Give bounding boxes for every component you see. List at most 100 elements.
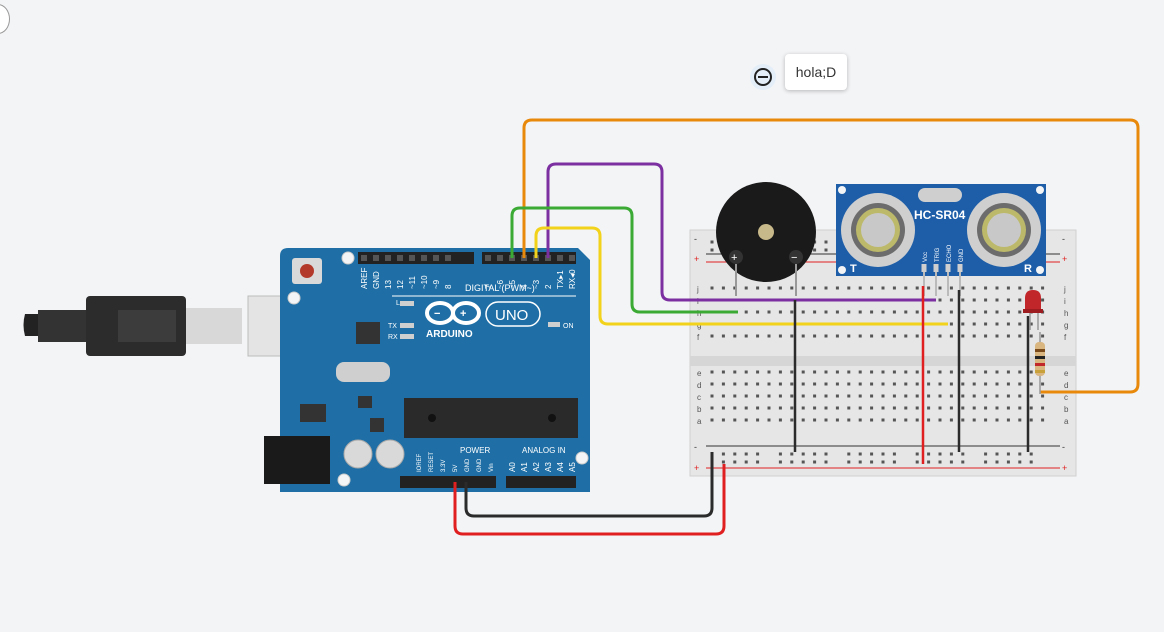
breadboard-rail-hole[interactable] bbox=[995, 452, 999, 456]
breadboard-hole[interactable] bbox=[881, 370, 885, 374]
breadboard-hole[interactable] bbox=[733, 394, 737, 398]
breadboard-rail-hole[interactable] bbox=[710, 248, 714, 252]
breadboard-hole[interactable] bbox=[778, 382, 782, 386]
breadboard-hole[interactable] bbox=[949, 298, 953, 302]
sensor-pin[interactable] bbox=[933, 264, 939, 272]
breadboard-hole[interactable] bbox=[961, 310, 965, 314]
breadboard-hole[interactable] bbox=[881, 394, 885, 398]
breadboard-hole[interactable] bbox=[801, 418, 805, 422]
breadboard-hole[interactable] bbox=[858, 406, 862, 410]
annotation-note[interactable]: hola;D bbox=[785, 54, 847, 90]
breadboard-hole[interactable] bbox=[904, 394, 908, 398]
breadboard-hole[interactable] bbox=[756, 286, 760, 290]
breadboard-hole[interactable] bbox=[972, 322, 976, 326]
breadboard-hole[interactable] bbox=[927, 286, 931, 290]
breadboard-hole[interactable] bbox=[915, 406, 919, 410]
breadboard-hole[interactable] bbox=[801, 394, 805, 398]
breadboard-hole[interactable] bbox=[767, 370, 771, 374]
breadboard-rail-hole[interactable] bbox=[949, 460, 953, 464]
breadboard-hole[interactable] bbox=[1006, 418, 1010, 422]
breadboard-hole[interactable] bbox=[904, 370, 908, 374]
breadboard-hole[interactable] bbox=[961, 334, 965, 338]
breadboard-hole[interactable] bbox=[858, 418, 862, 422]
breadboard-hole[interactable] bbox=[778, 310, 782, 314]
breadboard-hole[interactable] bbox=[927, 334, 931, 338]
breadboard-hole[interactable] bbox=[949, 370, 953, 374]
breadboard-hole[interactable] bbox=[927, 406, 931, 410]
breadboard-hole[interactable] bbox=[972, 406, 976, 410]
breadboard-rail-hole[interactable] bbox=[710, 240, 714, 244]
breadboard-hole[interactable] bbox=[790, 406, 794, 410]
breadboard-hole[interactable] bbox=[927, 394, 931, 398]
breadboard-hole[interactable] bbox=[927, 382, 931, 386]
breadboard-hole[interactable] bbox=[949, 322, 953, 326]
breadboard-hole[interactable] bbox=[835, 382, 839, 386]
breadboard-hole[interactable] bbox=[778, 370, 782, 374]
breadboard-hole[interactable] bbox=[1018, 322, 1022, 326]
breadboard-rail-hole[interactable] bbox=[984, 460, 988, 464]
breadboard-hole[interactable] bbox=[756, 406, 760, 410]
breadboard-hole[interactable] bbox=[938, 286, 942, 290]
breadboard-hole[interactable] bbox=[813, 382, 817, 386]
breadboard-hole[interactable] bbox=[938, 370, 942, 374]
breadboard-hole[interactable] bbox=[1041, 322, 1045, 326]
breadboard-hole[interactable] bbox=[744, 370, 748, 374]
breadboard-hole[interactable] bbox=[1041, 382, 1045, 386]
breadboard-hole[interactable] bbox=[721, 382, 725, 386]
breadboard-hole[interactable] bbox=[824, 406, 828, 410]
breadboard-hole[interactable] bbox=[813, 334, 817, 338]
breadboard-hole[interactable] bbox=[1018, 370, 1022, 374]
digital-pin-socket[interactable] bbox=[385, 255, 391, 261]
breadboard-hole[interactable] bbox=[972, 310, 976, 314]
breadboard-hole[interactable] bbox=[801, 334, 805, 338]
breadboard-hole[interactable] bbox=[835, 286, 839, 290]
breadboard-hole[interactable] bbox=[904, 382, 908, 386]
breadboard-hole[interactable] bbox=[1006, 382, 1010, 386]
breadboard-hole[interactable] bbox=[870, 286, 874, 290]
breadboard-hole[interactable] bbox=[767, 418, 771, 422]
breadboard-hole[interactable] bbox=[801, 406, 805, 410]
breadboard-hole[interactable] bbox=[813, 370, 817, 374]
breadboard-hole[interactable] bbox=[961, 418, 965, 422]
breadboard-rail-hole[interactable] bbox=[915, 460, 919, 464]
breadboard-hole[interactable] bbox=[972, 298, 976, 302]
breadboard-hole[interactable] bbox=[778, 418, 782, 422]
breadboard-hole[interactable] bbox=[892, 334, 896, 338]
breadboard-hole[interactable] bbox=[710, 334, 714, 338]
wire-orange[interactable] bbox=[522, 118, 1140, 394]
digital-pin-socket[interactable] bbox=[497, 255, 503, 261]
breadboard-hole[interactable] bbox=[790, 334, 794, 338]
breadboard-rail-hole[interactable] bbox=[858, 460, 862, 464]
breadboard-hole[interactable] bbox=[733, 418, 737, 422]
breadboard-hole[interactable] bbox=[915, 418, 919, 422]
breadboard-hole[interactable] bbox=[847, 406, 851, 410]
breadboard-hole[interactable] bbox=[870, 382, 874, 386]
digital-pin-socket[interactable] bbox=[557, 255, 563, 261]
breadboard-hole[interactable] bbox=[767, 310, 771, 314]
breadboard-rail-hole[interactable] bbox=[995, 460, 999, 464]
breadboard-hole[interactable] bbox=[790, 370, 794, 374]
breadboard-hole[interactable] bbox=[756, 394, 760, 398]
breadboard-hole[interactable] bbox=[801, 310, 805, 314]
breadboard-hole[interactable] bbox=[847, 418, 851, 422]
breadboard-hole[interactable] bbox=[938, 334, 942, 338]
breadboard-hole[interactable] bbox=[972, 418, 976, 422]
breadboard-hole[interactable] bbox=[904, 310, 908, 314]
reset-button[interactable] bbox=[300, 264, 314, 278]
breadboard-hole[interactable] bbox=[847, 370, 851, 374]
breadboard-hole[interactable] bbox=[1041, 334, 1045, 338]
breadboard-hole[interactable] bbox=[892, 286, 896, 290]
breadboard-hole[interactable] bbox=[949, 286, 953, 290]
breadboard-hole[interactable] bbox=[801, 370, 805, 374]
breadboard-hole[interactable] bbox=[801, 382, 805, 386]
breadboard-hole[interactable] bbox=[949, 382, 953, 386]
breadboard-hole[interactable] bbox=[790, 310, 794, 314]
breadboard-hole[interactable] bbox=[801, 286, 805, 290]
breadboard-hole[interactable] bbox=[1018, 394, 1022, 398]
breadboard-hole[interactable] bbox=[972, 394, 976, 398]
breadboard-hole[interactable] bbox=[1029, 286, 1033, 290]
breadboard-hole[interactable] bbox=[744, 418, 748, 422]
breadboard-rail-hole[interactable] bbox=[892, 460, 896, 464]
breadboard-rail-hole[interactable] bbox=[949, 452, 953, 456]
